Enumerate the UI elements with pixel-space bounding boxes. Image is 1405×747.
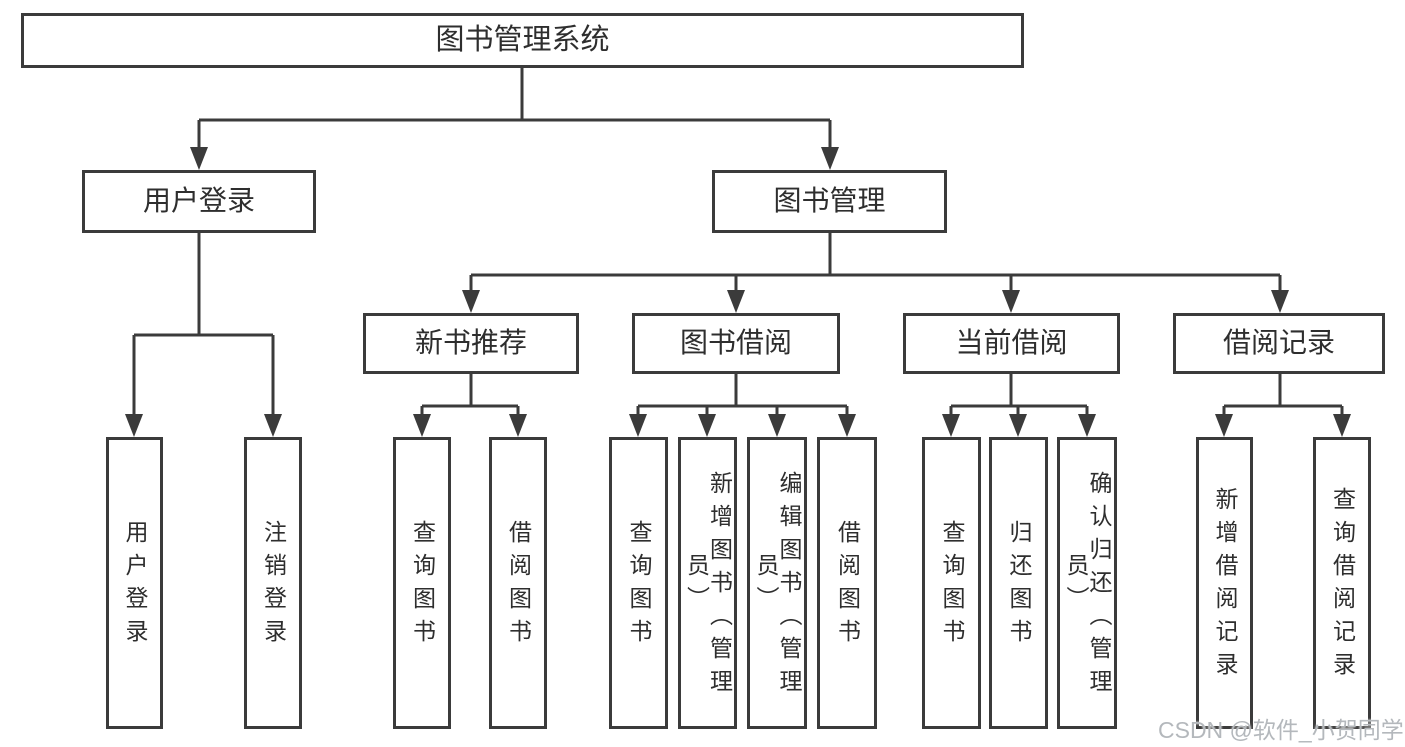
leaf-bb-edit-books-admin: 编辑图书（管理员） [747,437,807,729]
connector-root-to-level2 [190,68,839,170]
arrowhead [125,414,143,437]
arrowhead [838,414,856,437]
connector-borrow-records-to-leaves [1215,374,1351,437]
node-new-book-recommend: 新书推荐 [363,313,579,374]
node-borrow-records: 借阅记录 [1173,313,1385,374]
arrowhead [462,290,480,313]
arrowhead [190,147,208,170]
connector-current-borrow-to-leaves [942,374,1096,437]
node-current-borrow: 当前借阅 [903,313,1120,374]
arrowhead [1333,414,1351,437]
arrowhead [509,414,527,437]
arrowhead [264,414,282,437]
node-root-library-system: 图书管理系统 [21,13,1024,68]
leaf-bb-borrow-books: 借阅图书 [817,437,877,729]
leaf-logout: 注销登录 [244,437,302,729]
connector-new-book-recommend-to-leaves [413,374,527,437]
arrowhead [413,414,431,437]
arrowhead [768,414,786,437]
leaf-nb-borrow-books: 借阅图书 [489,437,547,729]
arrowhead [698,414,716,437]
connector-book-management-to-level3 [462,233,1289,313]
node-book-borrow: 图书借阅 [632,313,840,374]
csdn-watermark: CSDN @软件_小贺同学 [1158,717,1404,743]
arrowhead [942,414,960,437]
leaf-br-add-record: 新增借阅记录 [1196,437,1253,729]
leaf-user-login: 用户登录 [106,437,163,729]
arrowhead [1078,414,1096,437]
leaf-br-query-record: 查询借阅记录 [1313,437,1371,729]
arrowhead [1009,414,1027,437]
leaf-bb-query-books: 查询图书 [609,437,668,729]
leaf-cb-return-books: 归还图书 [989,437,1048,729]
connector-user-login-to-leaves [125,233,282,437]
arrowhead [1002,290,1020,313]
connector-book-borrow-to-leaves [629,374,856,437]
node-book-management: 图书管理 [712,170,947,233]
leaf-cb-query-books: 查询图书 [922,437,981,729]
arrowhead [821,147,839,170]
arrowhead [727,290,745,313]
leaf-nb-query-books: 查询图书 [393,437,451,729]
arrowhead [629,414,647,437]
leaf-bb-add-books-admin: 新增图书（管理员） [678,437,737,729]
leaf-cb-confirm-return-admin: 确认归还（管理员） [1057,437,1117,729]
arrowhead [1271,290,1289,313]
node-user-login: 用户登录 [82,170,316,233]
arrowhead [1215,414,1233,437]
